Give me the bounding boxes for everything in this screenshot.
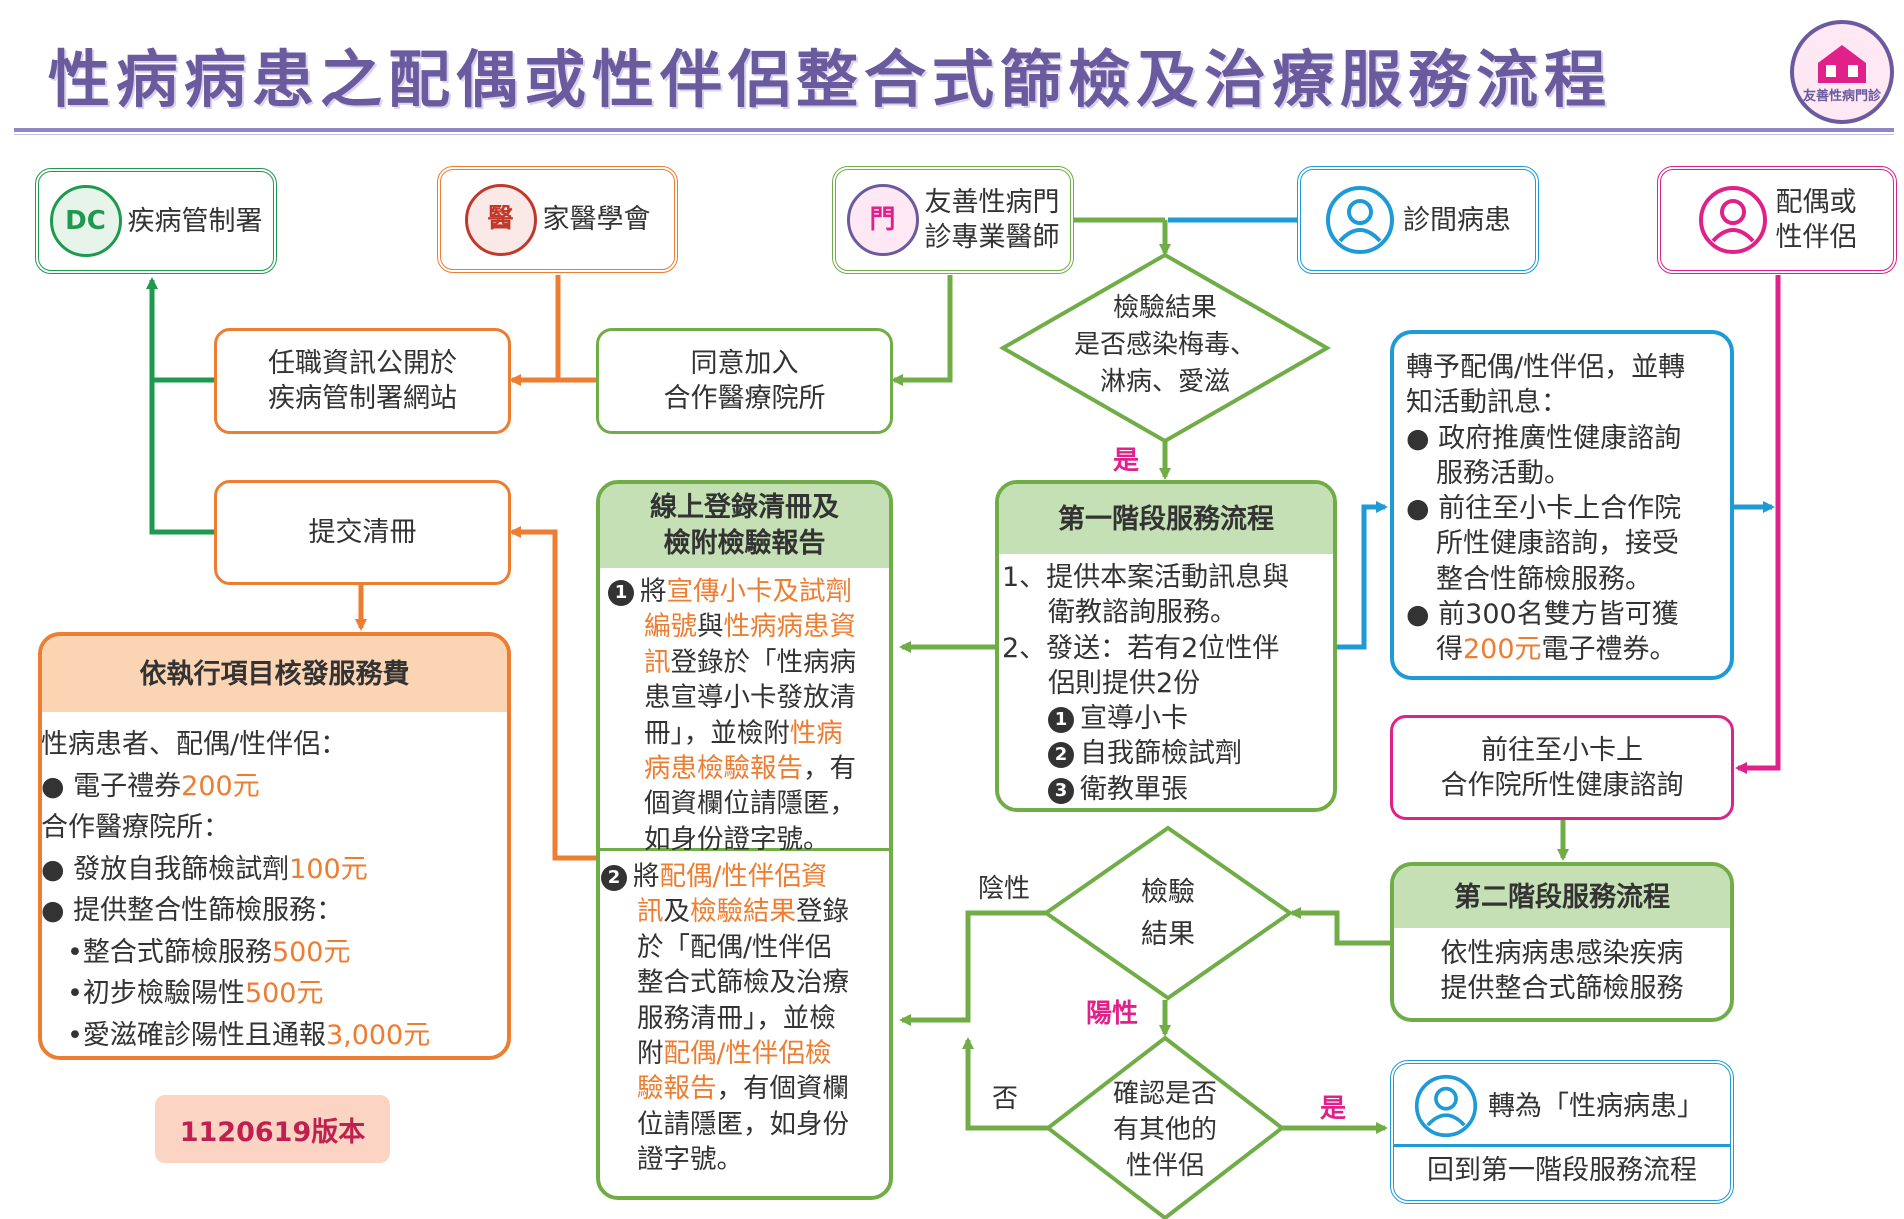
line-submit-to-cdc (146, 277, 215, 535)
fee-body: 性病患者、配偶/性伴侶： ● 電子禮券200元 合作醫療院所： ● 發放自我篩檢… (41, 712, 507, 1056)
line-stage2-to-decision2 (1289, 907, 1390, 946)
become-patient-line1: 轉為「性病病患」 (1488, 1090, 1704, 1122)
negative-label: 陰性 (978, 874, 1031, 904)
patient-box: 診間病患 (1297, 166, 1539, 274)
agree-join-line1: 同意加入 (690, 348, 799, 379)
fee-line-7: •初步檢驗陽性500元 (67, 978, 324, 1009)
decision-1-text: 檢驗結果 是否感染梅毒、 淋病、愛滋 (1040, 290, 1290, 406)
goto-clinic-box: 前往至小卡上 合作院所性健康諮詢 (1390, 715, 1734, 820)
fee-line-1: 性病患者、配偶/性伴侶： (41, 729, 348, 760)
cdc-logo-icon: DC (49, 185, 122, 257)
no-label: 否 (992, 1084, 1019, 1114)
line-clinic-to-agree (891, 275, 953, 386)
fee-line-6: •整合式篩檢服務500元 (67, 936, 351, 968)
decision-diamond-1 (998, 252, 1332, 444)
line-stage1-to-referral (1337, 501, 1388, 650)
fee-line-3: 合作醫療院所： (41, 812, 230, 843)
partner-label-2: 性伴侶 (1775, 222, 1857, 253)
decision-1-line2: 是否感染梅毒、 (1073, 330, 1256, 360)
title-underline-thin (14, 134, 1894, 135)
line-familymed-to-publish (509, 275, 561, 386)
decision-2-text: 檢驗 結果 (1141, 877, 1195, 950)
version-badge: 1120619版本 (155, 1095, 390, 1163)
number-badge-2: 2 (1048, 742, 1074, 769)
stage2-box: 第二階段服務流程 依性病病患感染疾病 提供整合式篩檢服務 (1390, 862, 1734, 1022)
person-icon (1414, 1074, 1478, 1138)
become-patient-line2: 回到第一階段服務流程 (1427, 1155, 1697, 1186)
title-underline (14, 128, 1894, 132)
top-logo-text: 友善性病門診 (1802, 88, 1881, 104)
stage1-header: 第一階段服務流程 (999, 484, 1333, 554)
friendly-clinic-label-2: 診專業醫師 (924, 222, 1060, 253)
yes-label-2: 是 (1320, 1094, 1347, 1124)
fee-line-5: ● 提供整合性篩檢服務： (41, 895, 344, 926)
line-partner-to-goto (1735, 275, 1781, 774)
submit-list-box: 提交清冊 (214, 480, 511, 585)
submit-list-label: 提交清冊 (308, 517, 417, 548)
referral-body: 轉予配偶/性伴侶，並轉 知活動訊息： ● 政府推廣性健康諮詢 服務活動。 ● 前… (1406, 352, 1686, 666)
publish-info-line2: 疾病管制署網站 (268, 383, 457, 414)
fee-box: 依執行項目核發服務費 性病患者、配偶/性伴侶： ● 電子禮券200元 合作醫療院… (38, 632, 511, 1060)
agree-join-box: 同意加入 合作醫療院所 (596, 328, 893, 434)
decision-1-line3: 淋病、愛滋 (1099, 367, 1230, 397)
page-title: 性病病患之配偶或性伴侶整合式篩檢及治療服務流程 (48, 43, 1613, 116)
publish-info-line1: 任職資訊公開於 (268, 348, 457, 379)
fee-line-4: ● 發放自我篩檢試劑100元 (41, 853, 368, 885)
referral-box: 轉予配偶/性伴侶，並轉 知活動訊息： ● 政府推廣性健康諮詢 服務活動。 ● 前… (1390, 330, 1734, 680)
line-no-up (962, 1037, 1050, 1131)
fee-line-2: ● 電子禮券200元 (41, 770, 260, 802)
stage2-header: 第二階段服務流程 (1394, 866, 1730, 928)
positive-label: 陽性 (1086, 999, 1139, 1029)
family-med-logo-icon: 醫 (464, 183, 537, 256)
become-patient-box: 轉為「性病病患」 回到第一階段服務流程 (1390, 1060, 1734, 1204)
agree-join-line2: 合作醫療院所 (663, 383, 826, 414)
top-right-logo: 友善性病門診 (1790, 20, 1894, 124)
person-icon (1326, 186, 1394, 254)
family-med-label: 家醫學會 (542, 204, 651, 235)
stage2-body: 依性病病患感染疾病 提供整合式篩檢服務 (1440, 938, 1684, 1004)
yes-label-1: 是 (1113, 446, 1140, 476)
online-reg-header: 線上登錄清冊及 檢附檢驗報告 (600, 484, 889, 568)
partner-box: 配偶或 性伴侶 (1657, 166, 1897, 274)
decision-3-text: 確認是否 有其他的 性伴侶 (1112, 1079, 1217, 1181)
friendly-clinic-box: 門 友善性病門 診專業醫師 (832, 166, 1074, 274)
number-badge-3: 3 (1048, 777, 1074, 804)
friendly-clinic-label-1: 友善性病門 (924, 187, 1060, 218)
family-med-box: 醫 家醫學會 (437, 166, 678, 273)
house-logo-icon (1818, 44, 1866, 83)
friendly-clinic-logo-icon: 門 (846, 184, 919, 256)
partner-label-1: 配偶或 (1775, 187, 1857, 218)
decision-diamond-2 (1042, 825, 1294, 1001)
number-badge-2: 2 (601, 865, 627, 891)
stage1-box: 第一階段服務流程 1、提供本案活動訊息與 衛教諮詢服務。 2、發送：若有2位性伴… (995, 480, 1337, 812)
publish-info-box: 任職資訊公開於 疾病管制署網站 (214, 328, 511, 434)
number-badge-1: 1 (1048, 707, 1074, 734)
line-negative-to-online (899, 910, 1046, 1026)
fee-line-8: •愛滋確診陽性且通報3,000元 (67, 1019, 431, 1051)
stage1-body: 1、提供本案活動訊息與 衛教諮詢服務。 2、發送：若有2位性伴 侶則提供2份 1… (1002, 562, 1290, 805)
cdc-label: 疾病管制署 (127, 205, 263, 237)
number-badge-1: 1 (608, 580, 634, 606)
patient-label: 診間病患 (1403, 204, 1511, 236)
decision-diamond-3 (1044, 1035, 1286, 1219)
decision-1-line1: 檢驗結果 (1112, 293, 1217, 323)
line-online-to-submit (509, 526, 596, 861)
person-icon (1698, 186, 1767, 254)
cdc-box: DC 疾病管制署 (35, 168, 277, 274)
fee-header: 依執行項目核發服務費 (42, 636, 507, 712)
